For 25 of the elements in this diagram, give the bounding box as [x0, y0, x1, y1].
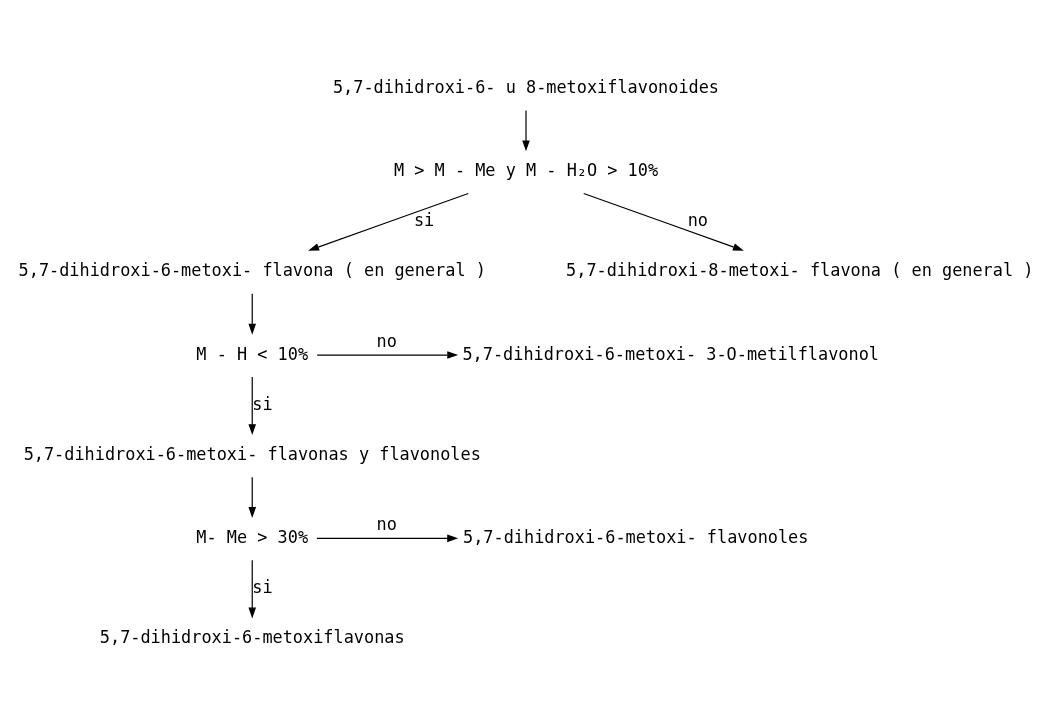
arrow: [316, 534, 459, 542]
edge-label: si: [252, 393, 273, 414]
edge-label: si: [252, 576, 273, 597]
arrow: [248, 292, 257, 335]
edge-label: no: [376, 330, 397, 351]
arrow: [248, 476, 257, 518]
edge-label: si: [413, 209, 435, 230]
arrow: [308, 192, 469, 251]
edge-label: no: [687, 209, 709, 230]
node-text: 5,7-dihidroxi-6-metoxi- flavonoles: [463, 526, 809, 547]
node-text: 5,7-dihidroxi-6-metoxi- 3-O-metilflavonol: [462, 343, 879, 364]
node-text: M- Me > 30%: [196, 526, 309, 547]
node-text: M > M - Me y M - H₂O > 10%: [393, 159, 659, 180]
node-text: 5,7-dihidroxi-6-metoxi- flavona ( en general ): [18, 259, 486, 280]
arrow: [248, 559, 257, 618]
arrow: [583, 192, 744, 251]
arrow: [316, 350, 459, 359]
arrow: [248, 375, 257, 435]
arrow: [522, 109, 530, 151]
edge-label: no: [376, 513, 397, 534]
node-text: 5,7-dihidroxi-6- u 8-metoxiflavonoides: [332, 76, 720, 97]
node-text: M - H < 10%: [196, 343, 309, 364]
node-text: 5,7-dihidroxi-6-metoxi- flavonas y flavonoles: [23, 443, 481, 464]
node-text: 5,7-dihidroxi-6-metoxiflavonas: [99, 626, 405, 647]
node-text: 5,7-dihidroxi-8-metoxi- flavona ( en general ): [566, 259, 1034, 280]
